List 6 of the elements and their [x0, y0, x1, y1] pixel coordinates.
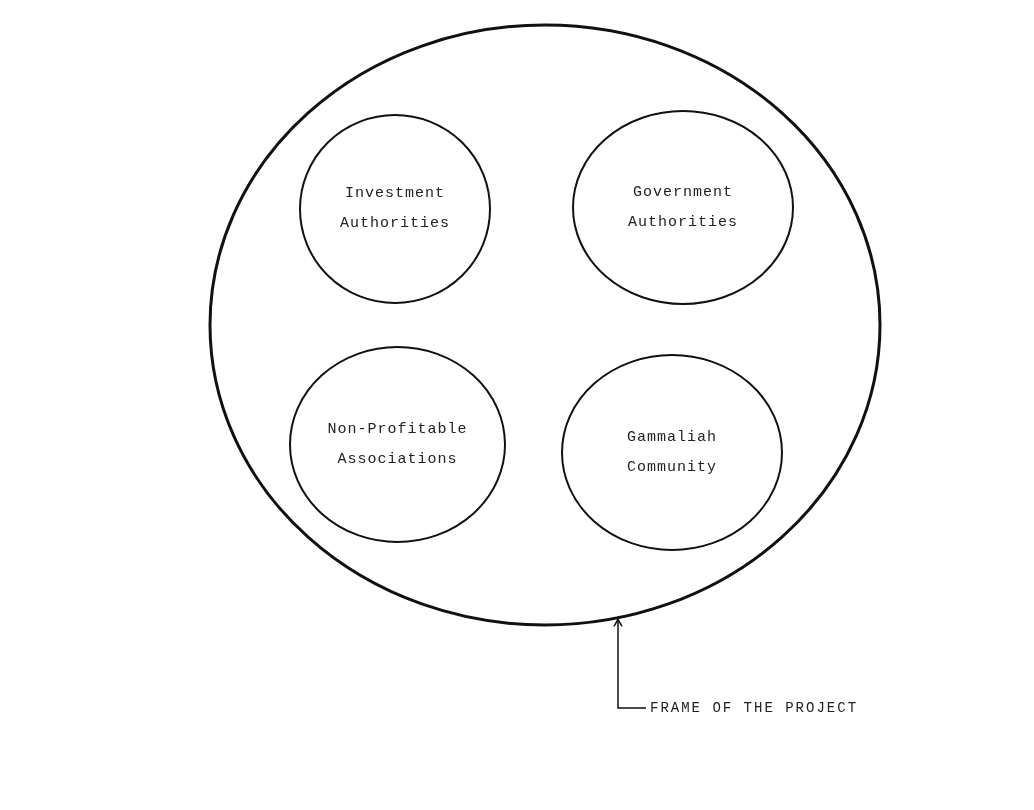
leader-arrow — [613, 618, 647, 709]
node-label: Non-Profitable Associations — [326, 419, 469, 470]
node-label: Government Authorities — [627, 182, 739, 233]
node-label: Gammaliah Community — [626, 427, 718, 478]
callout-text: FRAME OF THE PROJECT — [650, 700, 859, 716]
node-label: Investment Authorities — [339, 184, 451, 234]
